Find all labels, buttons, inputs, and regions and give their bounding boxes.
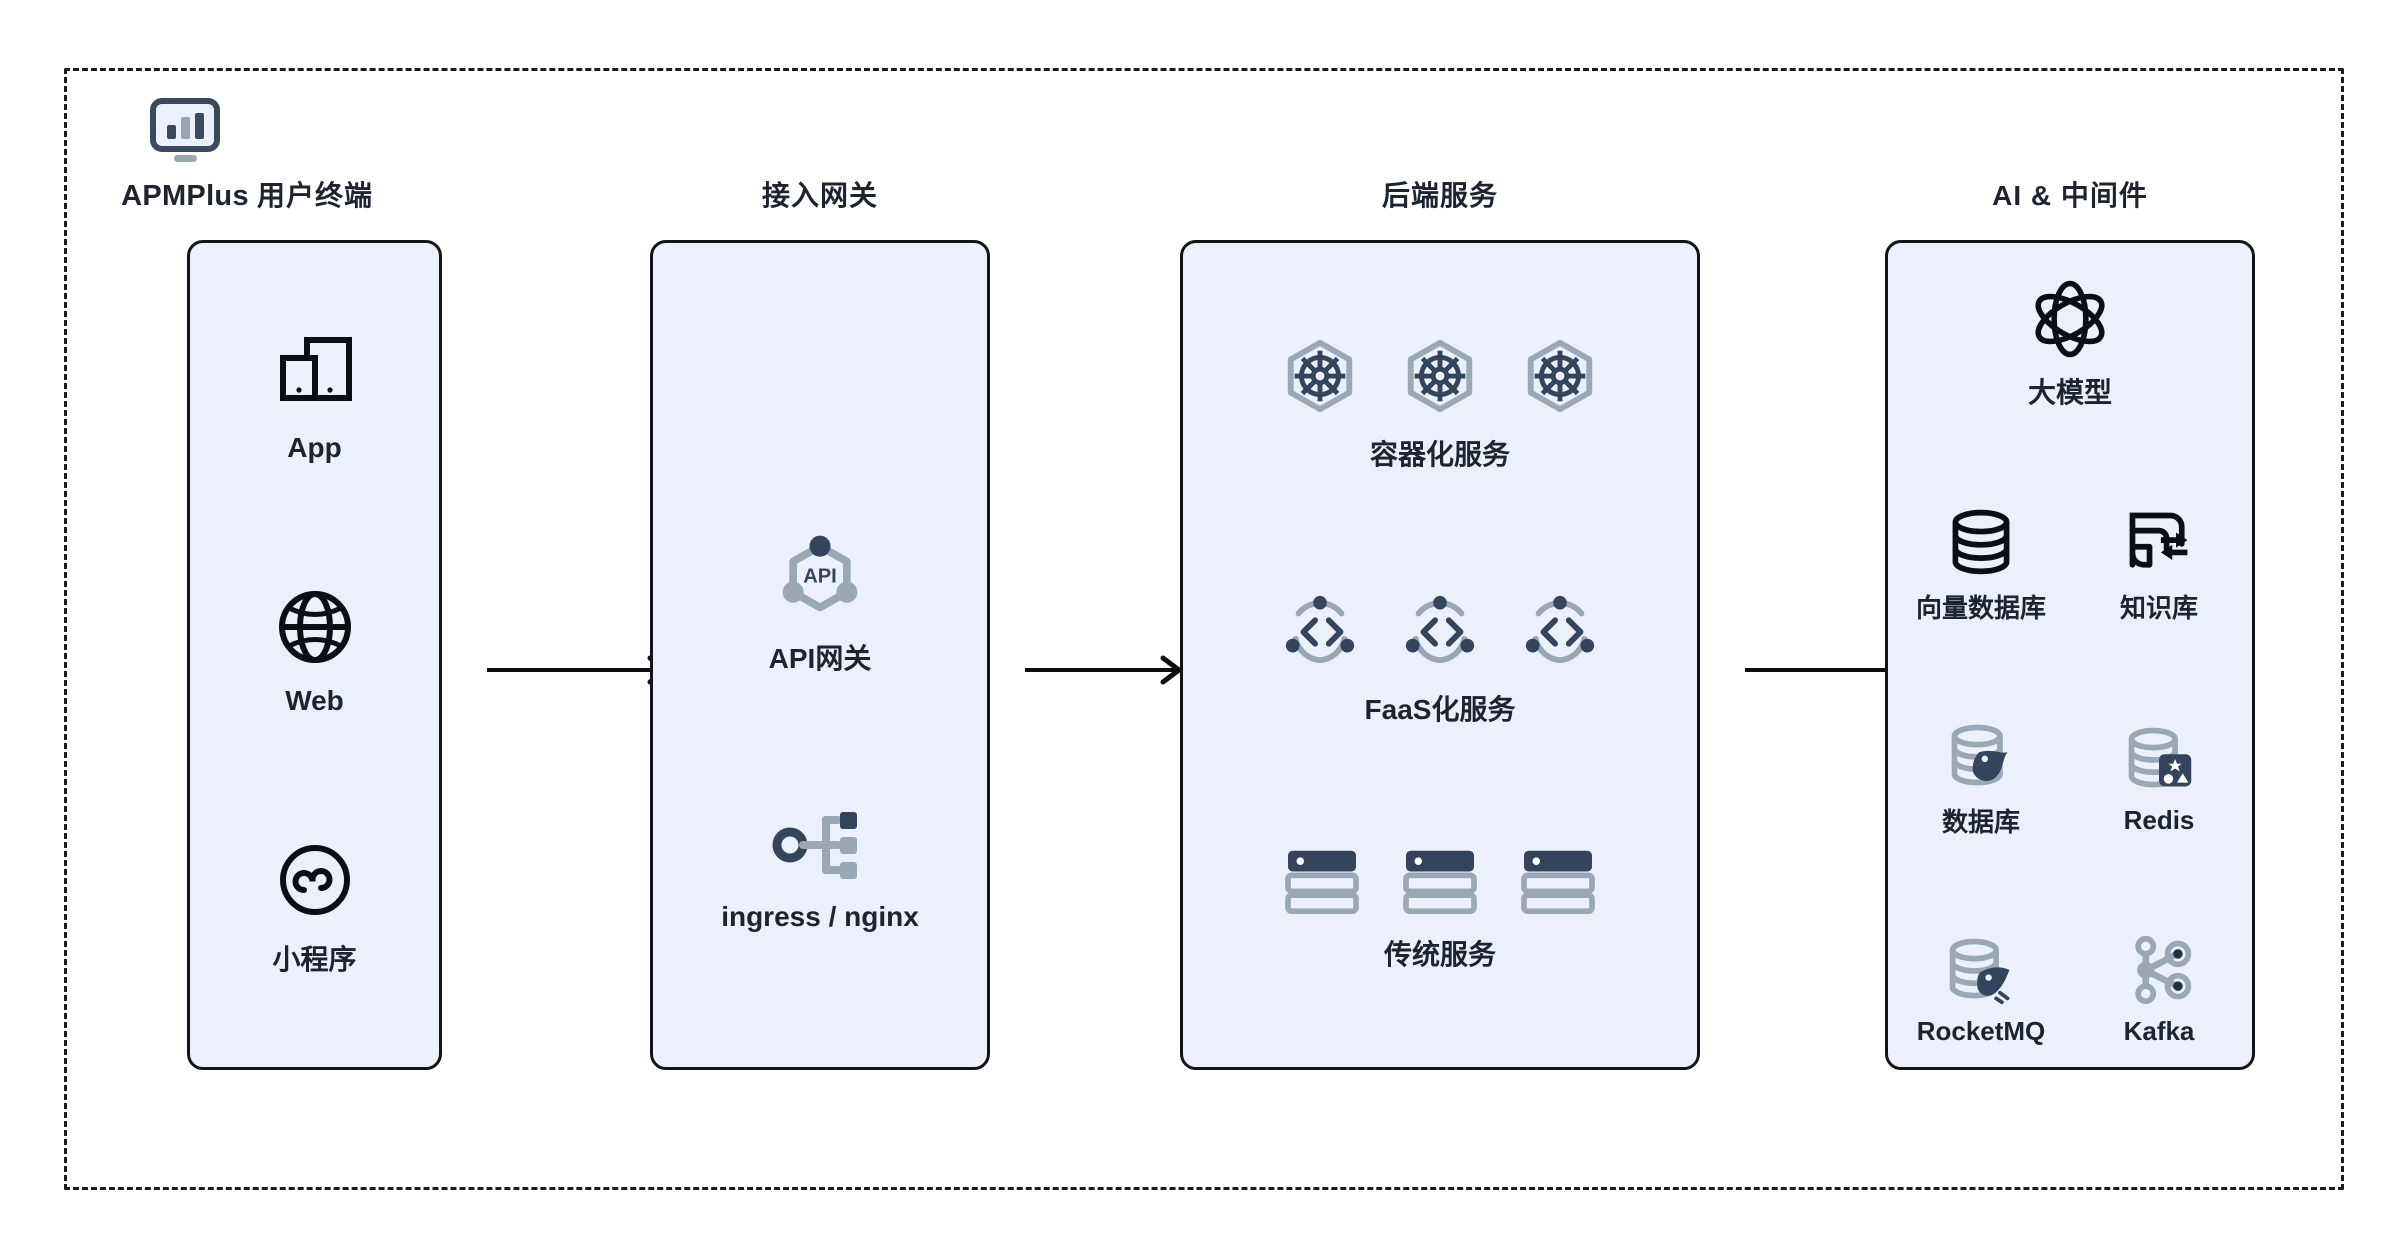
node-kafka[interactable]: Kafka [2084, 934, 2234, 1047]
node-api-gateway[interactable]: API API网关 [653, 527, 987, 677]
node-label-miniprogram: 小程序 [272, 944, 357, 976]
node-llm[interactable]: 大模型 [1995, 277, 2145, 411]
kafka-node-graph-icon [2123, 934, 2195, 1006]
node-label-api-gateway: API网关 [768, 643, 872, 674]
atom-llm-icon [2028, 277, 2112, 361]
server-rack-icon [1402, 847, 1478, 915]
panel-terminal: App Web [187, 240, 442, 1070]
kubernetes-hexagon-icon [1521, 337, 1599, 415]
knowledge-base-icon [2123, 506, 2195, 578]
apmplus-brand: APMPlus [95, 92, 275, 213]
column-title-terminal: 用户终端 [256, 180, 373, 211]
api-hexagon-node-icon: API [774, 527, 866, 619]
rocketmq-database-icon [1945, 934, 2017, 1006]
panel-gateway: API API网关 [650, 240, 990, 1070]
node-miniprogram[interactable]: 小程序 [190, 838, 439, 978]
column-gateway: 接入网关 API API网关 [620, 176, 1020, 1070]
svg-text:API: API [803, 566, 837, 588]
node-knowledge-base[interactable]: 知识库 [2084, 506, 2234, 625]
node-web[interactable]: Web [190, 585, 439, 717]
node-label-kafka: Kafka [2123, 1016, 2195, 1046]
ai-row-rocketmq-kafka: RocketMQ [1902, 934, 2238, 1047]
arrow-gateway-to-backend [1025, 655, 1185, 685]
node-label-database: 数据库 [1941, 807, 2020, 837]
group-traditional[interactable]: 传统服务 [1183, 847, 1697, 973]
ingress-branch-icon [770, 807, 870, 883]
column-title-gateway: 接入网关 [761, 180, 878, 211]
panel-backend: 容器化服务 [1180, 240, 1700, 1070]
column-title-ai-middleware: AI & 中间件 [1992, 180, 2148, 211]
group-faas[interactable]: FaaS化服务 [1183, 592, 1697, 728]
mysql-dolphin-database-icon [1945, 720, 2017, 792]
panel-ai-middleware: 大模型 向量数据库 [1885, 240, 2255, 1070]
node-ingress-nginx[interactable]: ingress / nginx [653, 807, 987, 933]
node-redis[interactable]: Redis [2084, 720, 2234, 839]
faas-code-circle-icon [1521, 592, 1599, 670]
redis-database-icon [2123, 723, 2195, 795]
faas-code-circle-icon [1281, 592, 1359, 670]
column-terminal: 用户终端 App [150, 176, 480, 1070]
node-label-redis: Redis [2123, 805, 2195, 835]
devices-phone-tablet-icon [273, 332, 357, 416]
column-title-backend: 后端服务 [1381, 180, 1498, 211]
group-containerized[interactable]: 容器化服务 [1183, 337, 1697, 473]
vector-database-icon [1945, 506, 2017, 578]
node-rocketmq[interactable]: RocketMQ [1906, 934, 2056, 1047]
column-ai-middleware: AI & 中间件 大模型 [1860, 176, 2280, 1070]
group-label-faas: FaaS化服务 [1364, 693, 1516, 725]
node-database[interactable]: 数据库 [1906, 720, 2056, 839]
node-label-knowledge-base: 知识库 [2119, 593, 2198, 623]
node-label-app: App [287, 431, 342, 463]
node-label-llm: 大模型 [2027, 377, 2112, 408]
node-label-vector-database: 向量数据库 [1915, 593, 2046, 623]
group-label-containerized: 容器化服务 [1369, 438, 1510, 470]
server-rack-icon [1284, 847, 1360, 915]
mini-program-icon [273, 838, 357, 922]
ai-row-database-redis: 数据库 [1902, 720, 2238, 839]
ai-row-vector-knowledge: 向量数据库 知识库 [1902, 506, 2238, 625]
kubernetes-hexagon-icon [1281, 337, 1359, 415]
faas-code-circle-icon [1401, 592, 1479, 670]
server-rack-icon [1520, 847, 1596, 915]
diagram-outer-frame [64, 68, 2344, 1190]
ai-row-llm: 大模型 [1902, 277, 2238, 411]
group-label-traditional: 传统服务 [1383, 939, 1496, 971]
kubernetes-hexagon-icon [1401, 337, 1479, 415]
apmplus-monitor-chart-logo-icon [146, 92, 224, 170]
node-label-ingress-nginx: ingress / nginx [721, 901, 919, 932]
node-vector-database[interactable]: 向量数据库 [1906, 506, 2056, 625]
node-label-rocketmq: RocketMQ [1916, 1016, 2046, 1046]
node-label-web: Web [285, 684, 344, 716]
node-app[interactable]: App [190, 332, 439, 464]
apmplus-label: APMPlus [121, 180, 249, 212]
globe-icon [273, 585, 357, 669]
column-backend: 后端服务 [1140, 176, 1740, 1070]
